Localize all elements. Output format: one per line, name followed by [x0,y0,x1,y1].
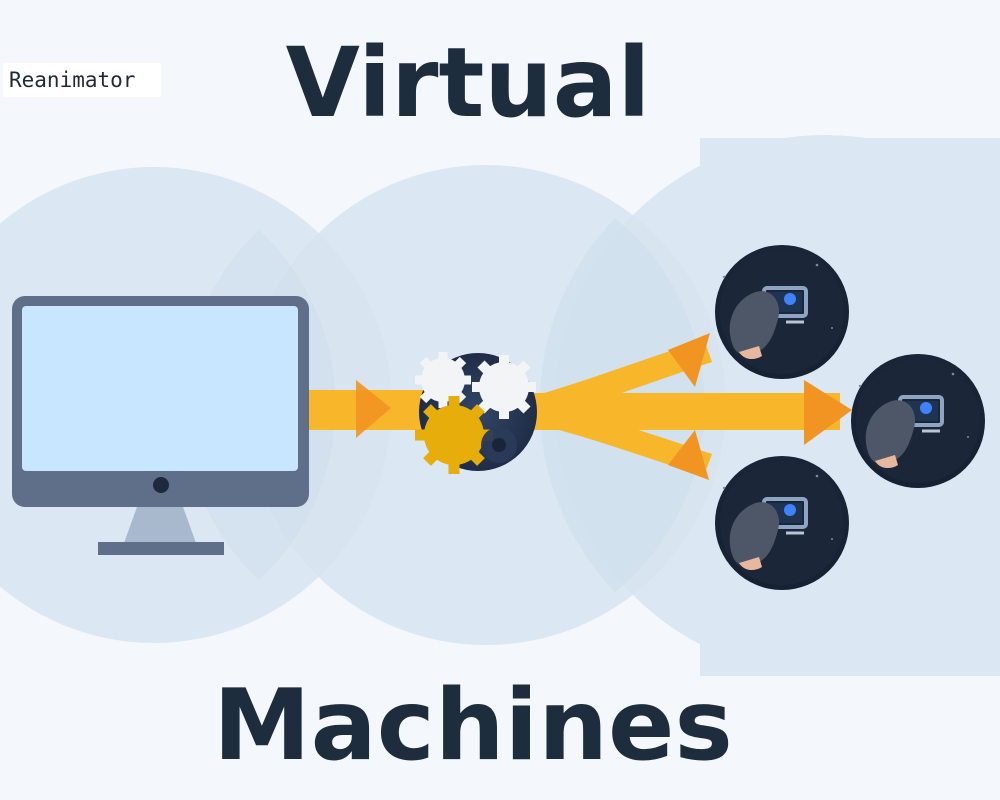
arrow-to-bottom-vm [520,400,712,476]
arrow-head-bottom-vm [668,430,709,480]
virtual-machine-bottom [715,456,849,590]
arrow-head-middle-vm [804,380,852,445]
virtual-machine-middle [851,354,985,488]
desktop-computer-icon [12,296,309,555]
title-top-word: Virtual [285,27,651,139]
arrow-host-head [356,380,391,438]
gears-icon [415,352,537,474]
virtual-machine-top [715,245,849,379]
title-bottom-word: Machines [213,669,733,783]
arrow-head-top-vm [668,333,710,387]
brand-watermark: Reanimator [3,63,161,97]
data-flow-arrows [300,333,852,480]
